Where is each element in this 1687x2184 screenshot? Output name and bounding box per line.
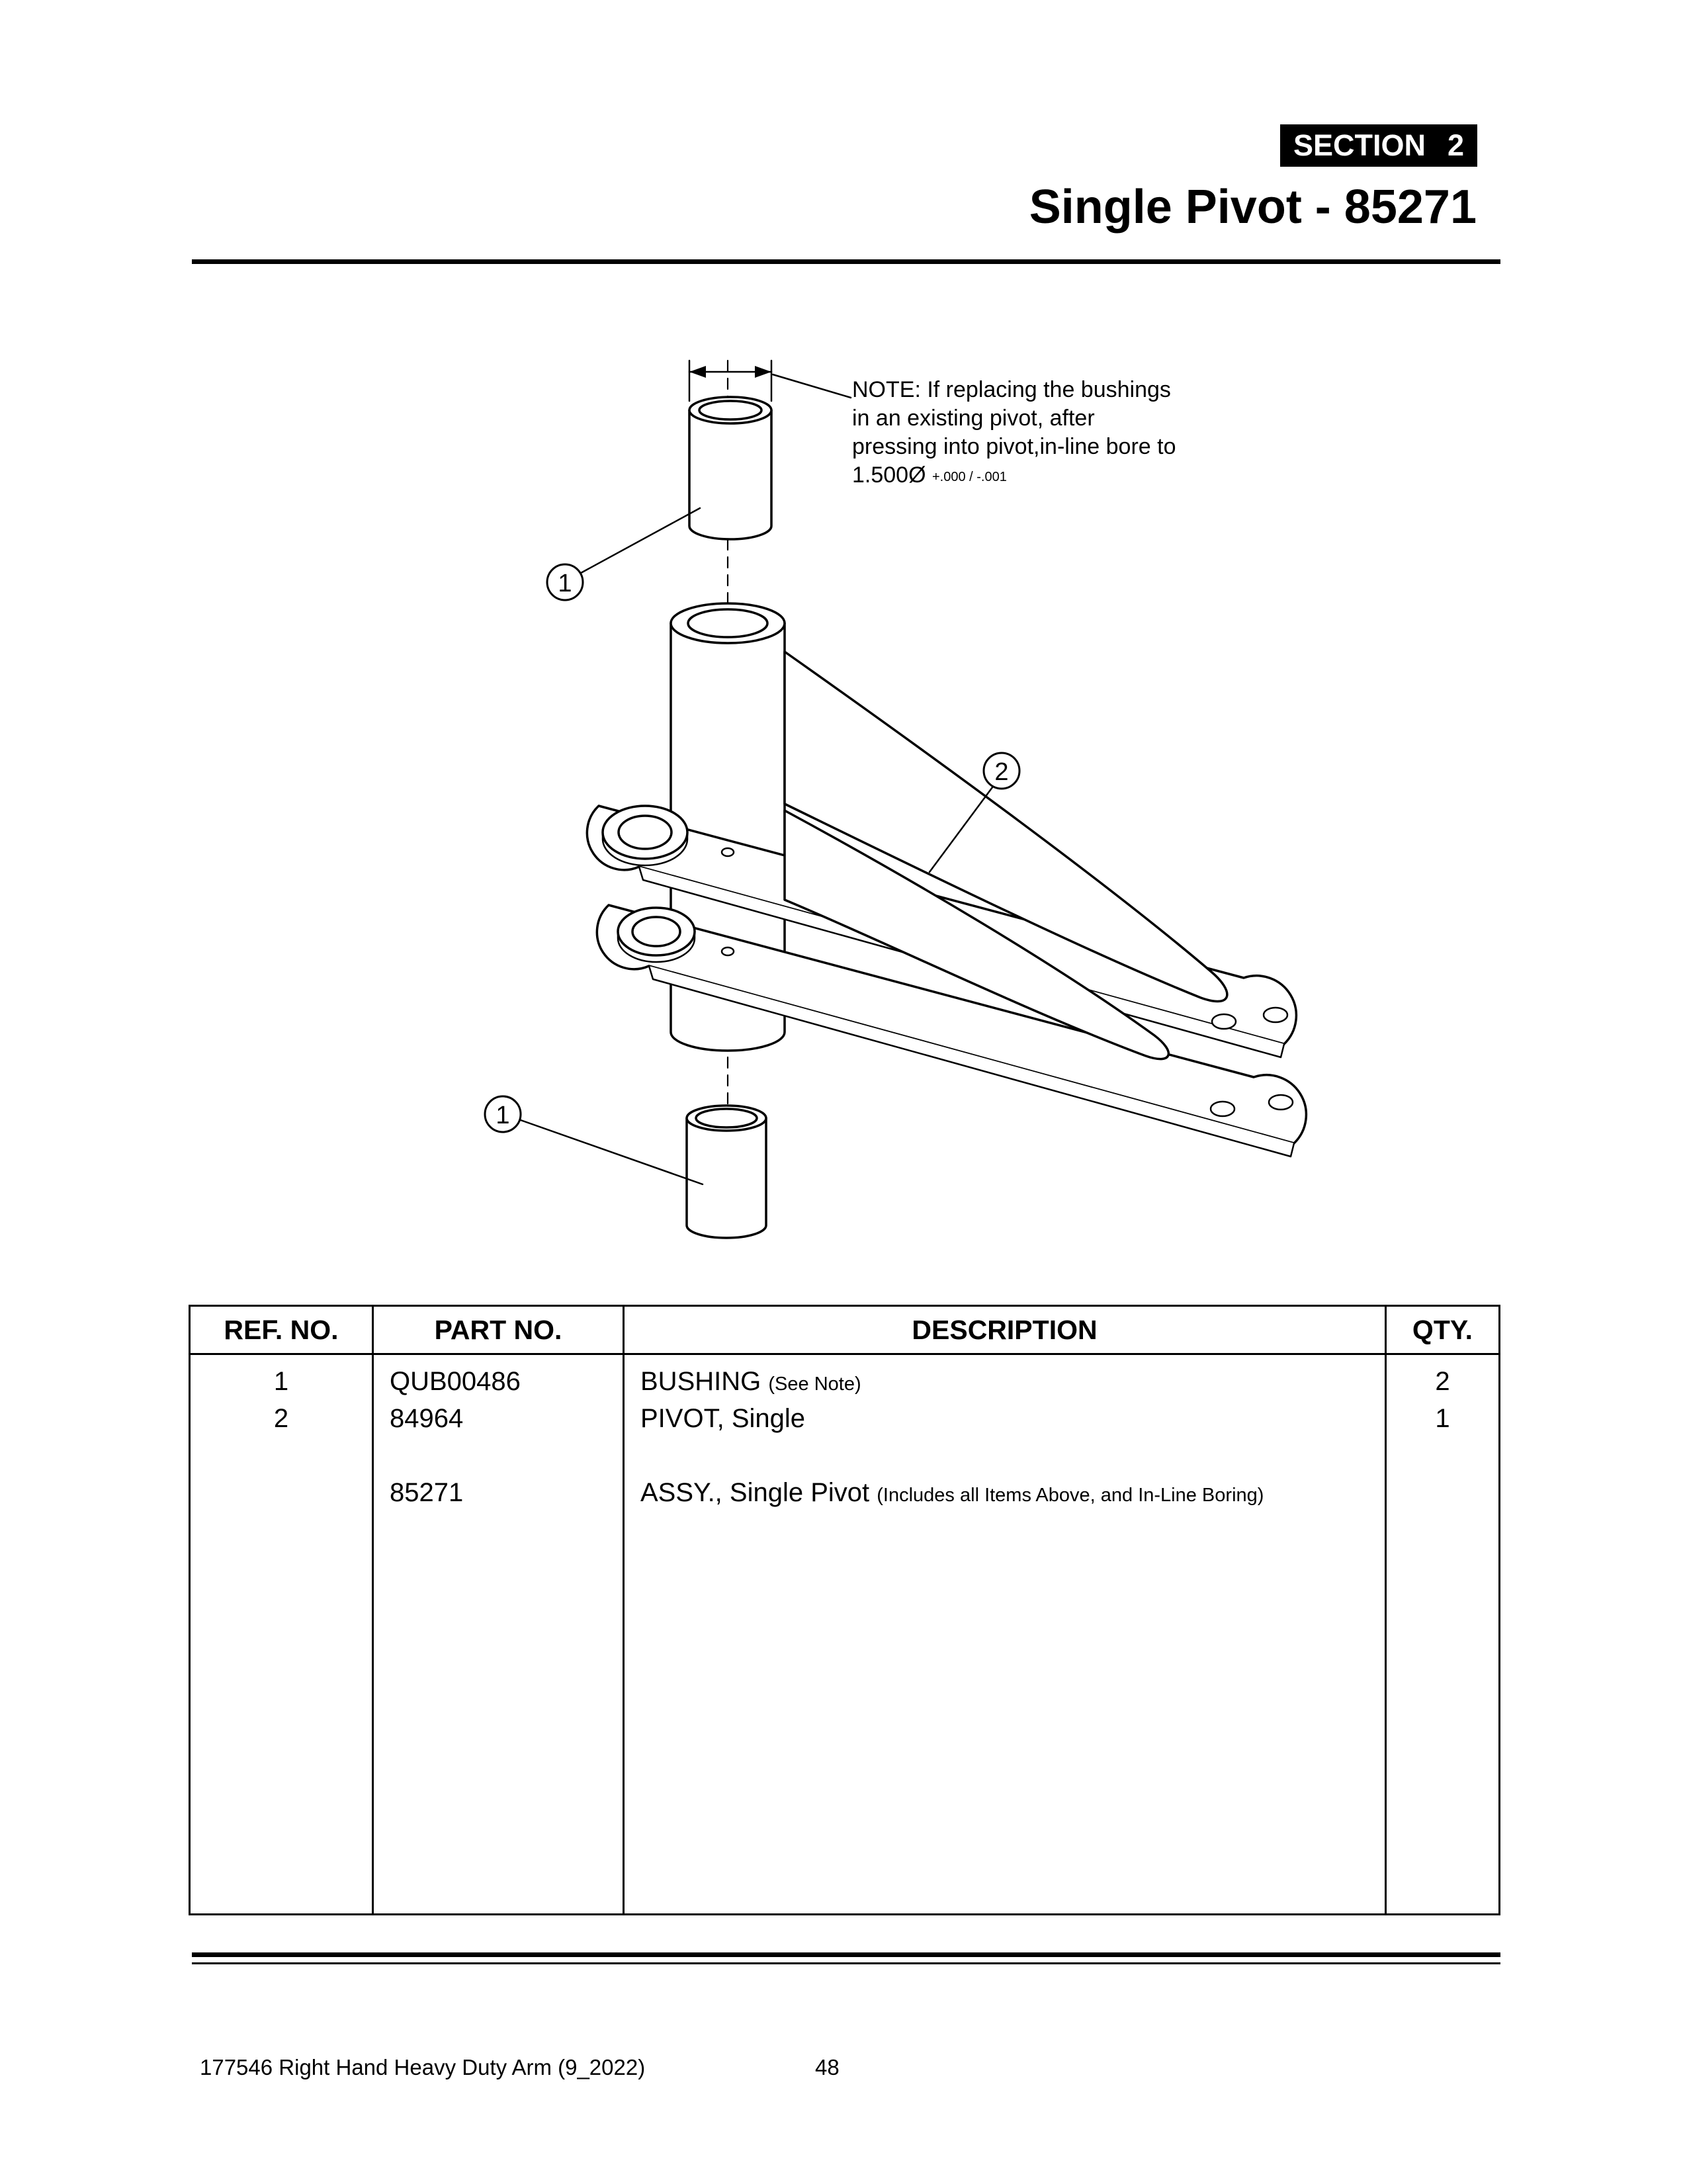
- footer-document-title: 177546 Right Hand Heavy Duty Arm (9_2022…: [200, 2055, 646, 2079]
- qty-value: [1387, 1474, 1498, 1511]
- callout-pivot: 2: [982, 752, 1021, 790]
- description-value: ASSY., Single Pivot (Includes all Items …: [625, 1474, 1385, 1511]
- header-part-no: PART NO.: [374, 1307, 625, 1353]
- dimension-lines: [688, 359, 773, 402]
- section-number: 2: [1447, 128, 1464, 162]
- pivot-weldment-drawing: [585, 602, 1308, 1158]
- description-note: (Includes all Items Above, and In-Line B…: [877, 1485, 1264, 1506]
- note-leader-line: [771, 373, 852, 399]
- callout-number: 1: [558, 570, 572, 597]
- callout-bottom-bushing: 1: [484, 1095, 522, 1133]
- spacer-line: [1387, 1437, 1498, 1474]
- qty-value: 2: [1435, 1367, 1450, 1396]
- description-value: BUSHING (See Note): [625, 1363, 1385, 1400]
- bottom-bushing-drawing: [685, 1104, 767, 1239]
- diagram-note: NOTE: If replacing the bushings in an ex…: [852, 376, 1289, 492]
- description-value: PIVOT, Single: [625, 1400, 1385, 1437]
- header-description: DESCRIPTION: [625, 1307, 1387, 1353]
- parts-table-body: 1 2 QUB00486 84964 85271 BUSHING (See No…: [191, 1355, 1498, 1913]
- callout-top-bushing: 1: [546, 563, 584, 601]
- parts-table-header: REF. NO. PART NO. DESCRIPTION QTY.: [191, 1307, 1498, 1355]
- callout-leader-pivot: [928, 786, 994, 873]
- note-dimension-value: 1.500Ø: [852, 462, 926, 488]
- part-no-value: 84964: [390, 1404, 464, 1433]
- top-bushing-drawing: [688, 396, 773, 541]
- header-qty: QTY.: [1412, 1314, 1473, 1345]
- description-main: PIVOT, Single: [640, 1404, 806, 1433]
- callout-leader-bottom-bushing: [519, 1119, 704, 1186]
- footer-page-number: 48: [815, 2055, 840, 2079]
- exploded-view-diagram: 1 2 1: [484, 359, 1308, 1239]
- spacer-line: [374, 1437, 623, 1474]
- header-ref-no: REF. NO.: [191, 1307, 374, 1353]
- description-main: ASSY., Single Pivot: [640, 1478, 870, 1507]
- page-title: Single Pivot - 85271: [1029, 181, 1477, 234]
- note-line: pressing into pivot,in-line bore to: [852, 434, 1176, 459]
- part-no-value: 85271: [390, 1478, 464, 1507]
- note-dimension-tolerance: +.000 / -.001: [931, 470, 1007, 484]
- section-label: SECTION: [1293, 128, 1426, 162]
- column-description: BUSHING (See Note) PIVOT, Single ASSY., …: [625, 1355, 1387, 1913]
- description-note: (See Note): [768, 1374, 861, 1395]
- column-qty: 2 1: [1387, 1355, 1498, 1913]
- column-part-no: QUB00486 84964 85271: [374, 1355, 625, 1913]
- ref-no-value: [191, 1474, 372, 1511]
- note-line: in an existing pivot, after: [852, 406, 1095, 431]
- part-no-value: QUB00486: [390, 1367, 521, 1396]
- description-main: BUSHING: [640, 1367, 761, 1396]
- callout-number: 2: [994, 758, 1008, 786]
- footer-rule-thin: [192, 1962, 1500, 1964]
- section-badge: SECTION 2: [1280, 124, 1477, 167]
- note-dimension-line: 1.500Ø +.000 / -.001: [852, 461, 1289, 492]
- header-rule: [192, 259, 1500, 264]
- footer-rule-thick: [192, 1952, 1500, 1957]
- spacer-line: [191, 1437, 372, 1474]
- parts-table: REF. NO. PART NO. DESCRIPTION QTY. 1 2 Q…: [189, 1305, 1500, 1915]
- qty-value: 1: [1435, 1404, 1450, 1433]
- column-ref-no: 1 2: [191, 1355, 374, 1913]
- callout-leader-top-bushing: [580, 507, 701, 574]
- note-line: NOTE: If replacing the bushings: [852, 377, 1171, 402]
- ref-no-value: 2: [273, 1404, 289, 1433]
- spacer-line: [625, 1437, 1385, 1474]
- ref-no-value: 1: [273, 1367, 289, 1396]
- callout-number: 1: [496, 1102, 509, 1129]
